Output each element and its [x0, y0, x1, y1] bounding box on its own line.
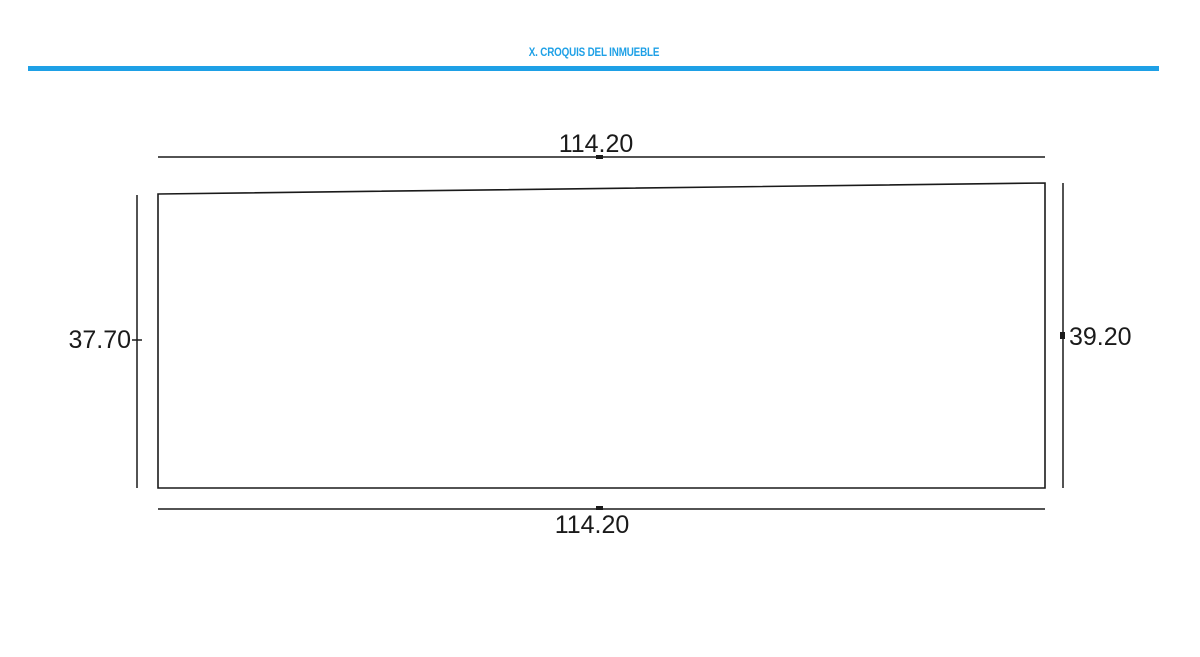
property-outline [157, 182, 1046, 489]
section-header: X. CROQUIS DEL INMUEBLE [0, 0, 1200, 72]
left-dimension-label: 37.70 [68, 326, 131, 354]
bottom-dimension-tick [596, 506, 603, 510]
right-dimension-label: 39.20 [1069, 323, 1132, 351]
top-dimension-tick [596, 155, 603, 159]
top-dimension-label: 114.20 [559, 130, 634, 158]
section-divider [28, 66, 1159, 71]
right-dimension-tick [1060, 332, 1065, 339]
section-title: X. CROQUIS DEL INMUEBLE [528, 45, 660, 59]
bottom-dimension-label: 114.20 [555, 511, 630, 539]
